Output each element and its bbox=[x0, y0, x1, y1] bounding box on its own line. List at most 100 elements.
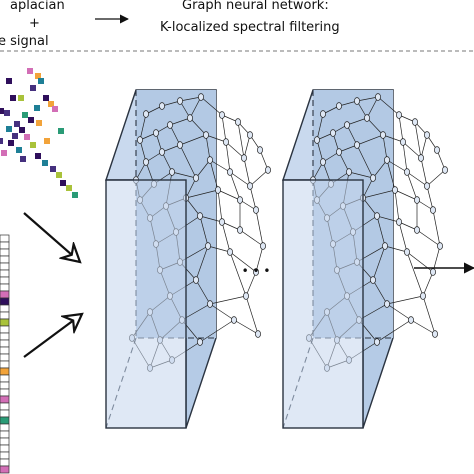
heatmap-cell bbox=[16, 147, 22, 153]
graph-edge bbox=[185, 189, 219, 199]
graph-edge bbox=[229, 171, 251, 187]
graph-node bbox=[320, 110, 326, 118]
graph-node bbox=[382, 242, 388, 250]
graph-node bbox=[203, 131, 209, 139]
graph-edge bbox=[406, 171, 428, 187]
graph-node bbox=[197, 212, 203, 220]
graph-edge bbox=[200, 96, 223, 116]
graph-node bbox=[241, 154, 247, 162]
layer-ellipsis: • • • bbox=[242, 264, 271, 278]
graph-node bbox=[370, 276, 376, 284]
graph-node bbox=[432, 330, 438, 338]
graph-edge bbox=[372, 279, 388, 305]
graph-edge bbox=[432, 209, 441, 247]
graph-node bbox=[255, 330, 261, 338]
heatmap-cell bbox=[35, 153, 41, 159]
graph-node bbox=[253, 206, 259, 214]
heatmap-cell bbox=[1, 150, 7, 156]
graph-node bbox=[336, 148, 342, 156]
heatmap-cell bbox=[30, 142, 36, 148]
graph-edge bbox=[362, 189, 396, 199]
signal-cell bbox=[0, 437, 10, 446]
layer-2-front-face bbox=[282, 179, 364, 429]
graph-node bbox=[243, 292, 249, 300]
graph-edge bbox=[139, 113, 147, 141]
graph-node bbox=[384, 300, 390, 308]
graph-edge bbox=[171, 171, 197, 179]
graph-node bbox=[219, 218, 225, 226]
graph-node bbox=[424, 182, 430, 190]
heatmap-cell bbox=[6, 78, 12, 84]
signal-cell bbox=[0, 423, 10, 432]
laplacian-text: aplacian bbox=[10, 0, 65, 13]
graph-edge bbox=[316, 113, 324, 141]
heatmap-cell bbox=[18, 95, 24, 101]
heatmap-cell bbox=[38, 78, 44, 84]
graph-edge bbox=[243, 134, 251, 159]
signal-cell bbox=[0, 374, 10, 383]
graph-node bbox=[257, 146, 263, 154]
graph-edge bbox=[394, 189, 400, 223]
graph-node bbox=[434, 146, 440, 154]
graph-edge bbox=[161, 100, 181, 107]
graph-node bbox=[227, 248, 233, 256]
heatmap-cell bbox=[6, 126, 12, 132]
graph-edge bbox=[386, 303, 412, 321]
graph-edge bbox=[356, 96, 379, 102]
layer-1-front-face bbox=[105, 179, 187, 429]
signal-cell bbox=[0, 283, 10, 292]
graph-node bbox=[227, 168, 233, 176]
graph-node bbox=[396, 111, 402, 119]
signal-cell bbox=[0, 248, 10, 257]
signal-cell bbox=[0, 458, 10, 467]
graph-edge bbox=[422, 271, 434, 297]
graph-node bbox=[197, 338, 203, 346]
graph-node bbox=[253, 268, 259, 276]
graph-edge bbox=[207, 245, 231, 253]
signal-cell bbox=[0, 304, 10, 313]
graph-edge bbox=[410, 319, 436, 335]
graph-edge bbox=[217, 189, 241, 201]
graph-edge bbox=[179, 96, 202, 102]
graph-edge bbox=[229, 171, 241, 201]
graph-node bbox=[320, 158, 326, 166]
graph-edge bbox=[225, 141, 231, 173]
graph-edge bbox=[386, 159, 396, 191]
heatmap-cell bbox=[14, 121, 20, 127]
graph-node bbox=[404, 168, 410, 176]
graph-edge bbox=[356, 134, 384, 146]
heatmap-cell bbox=[20, 156, 26, 162]
heatmap-cell bbox=[48, 101, 54, 107]
heatmap-cell bbox=[4, 110, 10, 116]
input-arrow-bottom bbox=[23, 314, 82, 358]
graph-edge bbox=[406, 171, 418, 201]
heatmap-cell bbox=[60, 180, 66, 186]
heatmap-cell bbox=[58, 128, 64, 134]
graph-edge bbox=[199, 319, 235, 343]
graph-edge bbox=[316, 139, 324, 163]
signal-cell bbox=[0, 311, 10, 320]
graph-edge bbox=[209, 159, 219, 191]
signal-cell bbox=[0, 451, 10, 460]
graph-node bbox=[314, 136, 320, 144]
graph-edge bbox=[221, 114, 227, 143]
heatmap-cell bbox=[36, 120, 42, 126]
graph-edge bbox=[338, 144, 358, 153]
graph-node bbox=[153, 129, 159, 137]
graph-edge bbox=[398, 114, 404, 143]
graph-edge bbox=[394, 189, 418, 201]
graph-edge bbox=[209, 159, 231, 173]
signal-cell bbox=[0, 262, 10, 271]
graph-node bbox=[396, 218, 402, 226]
gnn-subtitle-text: K-localized spectral filtering bbox=[160, 20, 340, 35]
heatmap-cell bbox=[27, 68, 33, 74]
filter-layer-1 bbox=[105, 89, 271, 429]
graph-node bbox=[237, 196, 243, 204]
graph-edge bbox=[386, 295, 424, 305]
graph-edge bbox=[185, 197, 201, 217]
graph-node bbox=[265, 166, 271, 174]
graph-edge bbox=[366, 96, 379, 119]
signal-cell bbox=[0, 234, 10, 243]
gnn-title-text: Graph neural network: bbox=[182, 0, 329, 13]
